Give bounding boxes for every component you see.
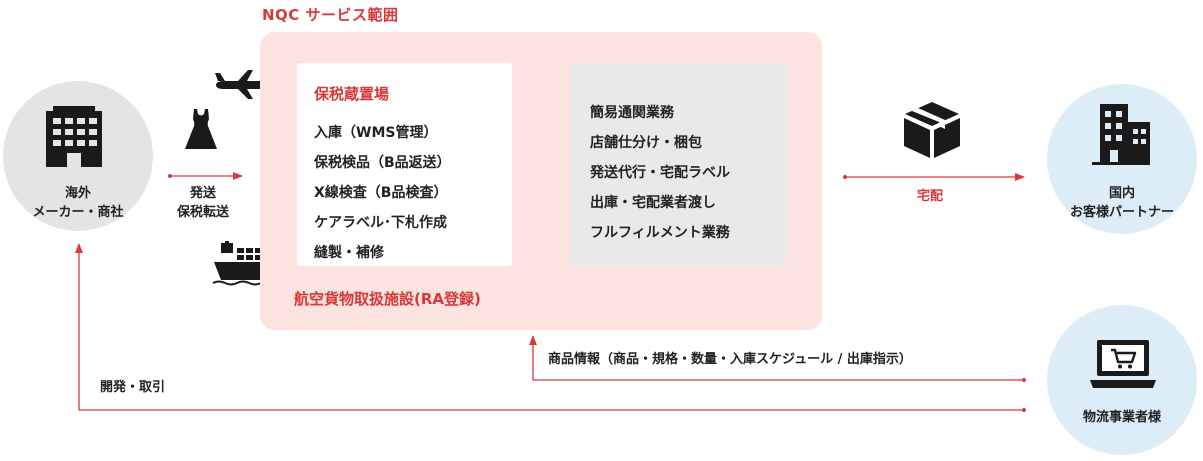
delivery-arrow [843,173,1025,181]
product-info-arrow [529,335,1026,382]
dress-icon [185,109,217,149]
service-item: 発送代行・宅配ラベル [590,165,730,181]
parcel-box-icon [904,102,960,158]
overseas-maker-label: 海外 メーカー・商社 [3,184,153,222]
bonded-item: 縫製・補修 [314,245,384,261]
bonded-item: 入庫（WMS管理） [314,125,438,141]
service-item: 出庫・宅配業者渡し [590,195,716,211]
product-info-label: 商品情報（商品・規格・数量・入庫スケジュール / 出庫指示） [548,352,912,367]
shipping-line1: 発送 [189,186,216,201]
bonded-process-list: 入庫（WMS管理） 保税検品（B品返送） X線検査（B品検査） ケアラベル･下札… [314,118,451,268]
service-item: フルフィルメント業務 [590,225,730,241]
service-item: 店舗仕分け・梱包 [590,135,702,151]
aviation-facility-label: 航空貨物取扱施設(RA登録) [294,290,481,308]
domestic-line1: 国内 [1108,186,1135,201]
development-trade-label: 開発・取引 [100,380,166,395]
logistics-operator-label: 物流事業者様 [1082,410,1161,425]
overseas-line2: メーカー・商社 [32,205,124,220]
office-building-icon [46,106,102,167]
bonded-item: X線検査（B品検査） [314,185,448,201]
shipping-arrow [168,172,243,180]
bonded-warehouse-title: 保税蔵置場 [314,85,390,103]
bonded-item: 保税検品（B品返送） [314,155,451,171]
bonded-warehouse-panel: 保税蔵置場 入庫（WMS管理） 保税検品（B品返送） X線検査（B品検査） ケア… [297,63,512,266]
logistics-service-panel: 簡易通関業務 店舗仕分け・梱包 発送代行・宅配ラベル 出庫・宅配業者渡し フルフ… [570,63,786,266]
development-arrow [75,243,1026,412]
airplane-icon [215,70,270,99]
service-range-title: NQC サービス範囲 [262,6,399,24]
overseas-line1: 海外 [64,186,91,201]
delivery-label: 宅配 [917,189,944,204]
logistics-service-list: 簡易通関業務 店舗仕分け・梱包 発送代行・宅配ラベル 出庫・宅配業者渡し フルフ… [590,98,730,248]
service-item: 簡易通関業務 [590,105,674,121]
laptop-cart-icon [1090,340,1156,388]
domestic-partner-label: 国内 お客様パートナー [1047,184,1197,222]
shipping-line2: 保税転送 [176,205,229,220]
shipping-label: 発送 保税転送 [160,184,246,222]
apartment-building-icon [1092,104,1150,165]
domestic-line2: お客様パートナー [1069,205,1174,220]
bonded-item: ケアラベル･下札作成 [314,215,447,231]
